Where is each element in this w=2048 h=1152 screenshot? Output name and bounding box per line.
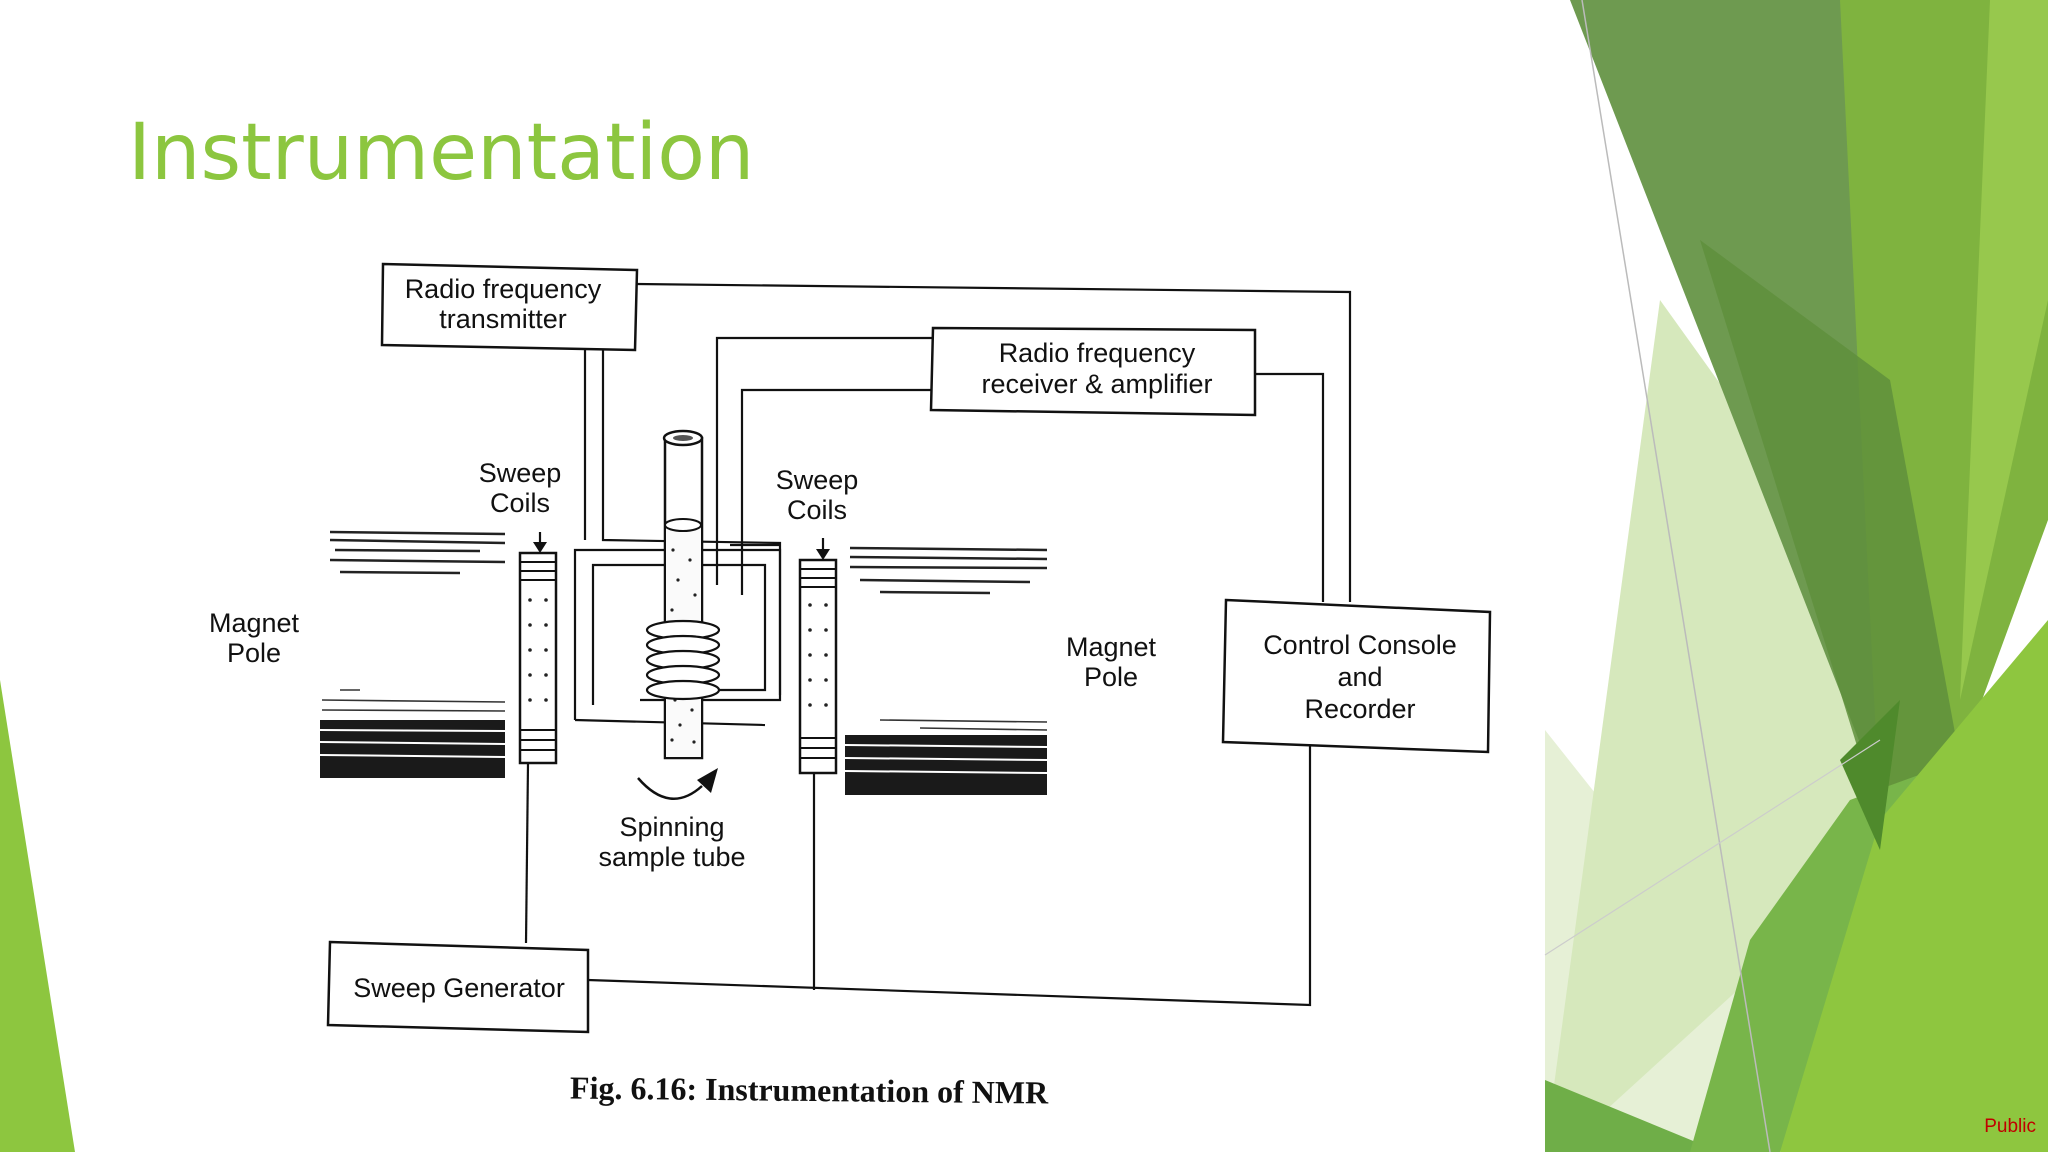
sweep-coils-right-label-line1: Sweep <box>776 465 859 495</box>
right-sweep-coil <box>798 538 838 775</box>
control-console-label-line1: Control Console <box>1263 630 1457 660</box>
rf-receiver-box: Radio frequency receiver & amplifier <box>929 326 1257 417</box>
control-console-label-line2: and <box>1337 662 1382 692</box>
sweep-coils-right-label-line2: Coils <box>787 495 847 525</box>
magnet-pole-left-label-line1: Magnet <box>209 608 300 638</box>
decor-line-2 <box>1544 739 1881 956</box>
sweep-generator-label: Sweep Generator <box>353 973 565 1003</box>
slide-title: Instrumentation <box>128 108 755 198</box>
wire-transmitter-to-console <box>636 282 1352 602</box>
wire-left-coil-to-generator <box>524 762 530 944</box>
spinning-tube-label-line1: Spinning <box>619 812 724 842</box>
sweep-coils-left-label-line1: Sweep <box>479 458 562 488</box>
wire-receiver-to-console <box>1255 372 1325 602</box>
rf-receiver-label-line1: Radio frequency <box>999 338 1196 368</box>
spinning-sample-tube <box>637 429 721 800</box>
decor-line-1 <box>1581 0 1771 1152</box>
sweep-coils-left-label-line2: Coils <box>490 488 550 518</box>
right-pale-band <box>1545 300 1990 1152</box>
magnet-pole-right-label-line2: Pole <box>1084 662 1138 692</box>
connection-wires <box>524 282 1352 1007</box>
wire-receiver-to-probe-2 <box>740 388 933 595</box>
rf-transmitter-label-line1: Radio frequency <box>405 274 602 304</box>
control-console-label-line3: Recorder <box>1304 694 1415 724</box>
right-dark-mid <box>1700 240 1960 820</box>
sensitivity-label: Public <box>1984 1116 2036 1137</box>
right-darkest-sliver <box>1840 700 1900 850</box>
control-console-box: Control Console and Recorder <box>1221 598 1492 754</box>
right-magnet-pole <box>844 545 1048 795</box>
rf-transmitter-box: Radio frequency transmitter <box>380 262 639 352</box>
right-light-edge <box>1960 0 2048 700</box>
spinning-tube-label-line2: sample tube <box>598 842 745 872</box>
spin-arrow-icon <box>697 768 718 793</box>
right-dark-panel <box>1570 0 1890 820</box>
rf-coil <box>645 619 721 701</box>
right-bottom-bright <box>1780 620 2048 1152</box>
sweep-generator-box: Sweep Generator <box>326 940 590 1034</box>
probe-frame-inner <box>591 563 767 705</box>
wire-generator-to-console <box>587 745 1312 1007</box>
figure-caption: Fig. 6.16: Instrumentation of NMR <box>569 1069 1049 1111</box>
left-magnet-pole <box>319 530 506 780</box>
rf-receiver-label-line2: receiver & amplifier <box>981 369 1212 399</box>
wire-receiver-to-probe-1 <box>715 336 933 585</box>
left-sweep-coil <box>518 532 558 765</box>
magnet-pole-right-label-line1: Magnet <box>1066 632 1157 662</box>
magnet-pole-left-label-line2: Pole <box>227 638 281 668</box>
rf-transmitter-label-line2: transmitter <box>439 304 567 334</box>
left-green-wedge <box>0 680 75 1152</box>
probe-frame-outer <box>573 548 782 720</box>
right-lower-green <box>1545 1080 1720 1152</box>
